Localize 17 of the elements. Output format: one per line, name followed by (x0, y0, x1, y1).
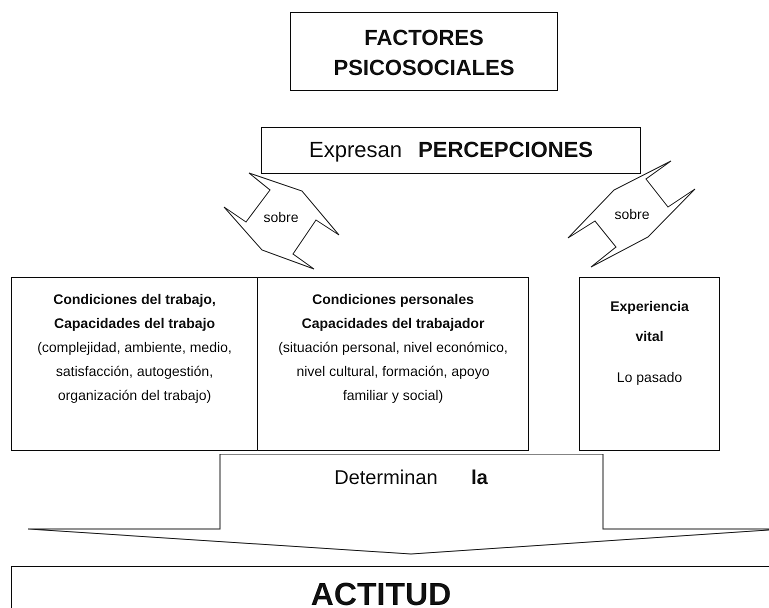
text-box (257, 277, 529, 451)
body-text: sobre (614, 206, 650, 222)
body-text: Expresan PERCEPCIONES (309, 137, 593, 163)
text-box (290, 12, 558, 91)
heading-text: ACTITUD (310, 575, 452, 608)
heading-text: Condiciones del trabajo, Capacidades del trabajo (52, 290, 217, 333)
heading-text: Condiciones personales Capacidades del trabajador (300, 290, 486, 333)
body-text: (situación personal, nivel económico, nivel cultural, formación, apoyo familiar y social) (277, 338, 509, 405)
heading-text: Experiencia vital (609, 297, 690, 346)
body-text: sobre (263, 209, 299, 225)
body-text: (complejidad, ambiente, medio, satisfacción, autogestión, organización del trabajo) (36, 338, 233, 405)
text-box (579, 277, 720, 451)
heading-text: FACTORES PSICOSOCIALES (332, 24, 516, 82)
text-box (261, 127, 641, 174)
text-box (11, 277, 258, 451)
body-text: Determinan la (334, 466, 488, 490)
body-text: Lo pasado (616, 368, 682, 387)
